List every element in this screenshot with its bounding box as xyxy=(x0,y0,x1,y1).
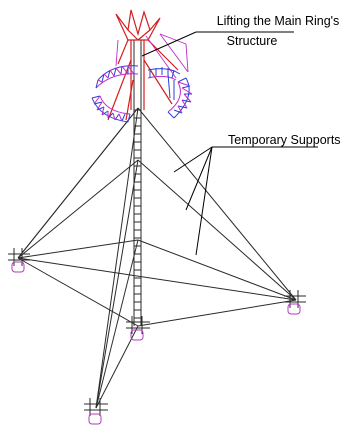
label-main-ring-line2: Structure xyxy=(227,34,278,48)
support-cables xyxy=(17,107,297,409)
footing-right xyxy=(284,290,306,315)
ring-segment xyxy=(167,81,181,113)
callout-leaders xyxy=(141,31,318,256)
footing-center xyxy=(126,316,150,341)
lifting-frame xyxy=(107,9,179,121)
ring-segment xyxy=(147,75,177,81)
main-ring xyxy=(91,65,193,123)
label-temporary-supports: Temporary Supports xyxy=(228,133,341,147)
central-mast xyxy=(133,40,142,326)
ring-segment xyxy=(97,65,139,81)
footing-front xyxy=(84,398,108,425)
ring-segment xyxy=(91,97,129,123)
ring-segment xyxy=(99,95,131,115)
ring-segment xyxy=(147,68,181,75)
footing-left xyxy=(8,248,30,273)
ring-segment xyxy=(173,77,190,119)
lifting-slings xyxy=(115,33,189,79)
label-main-ring: Lifting the Main Ring's xyxy=(217,14,340,28)
